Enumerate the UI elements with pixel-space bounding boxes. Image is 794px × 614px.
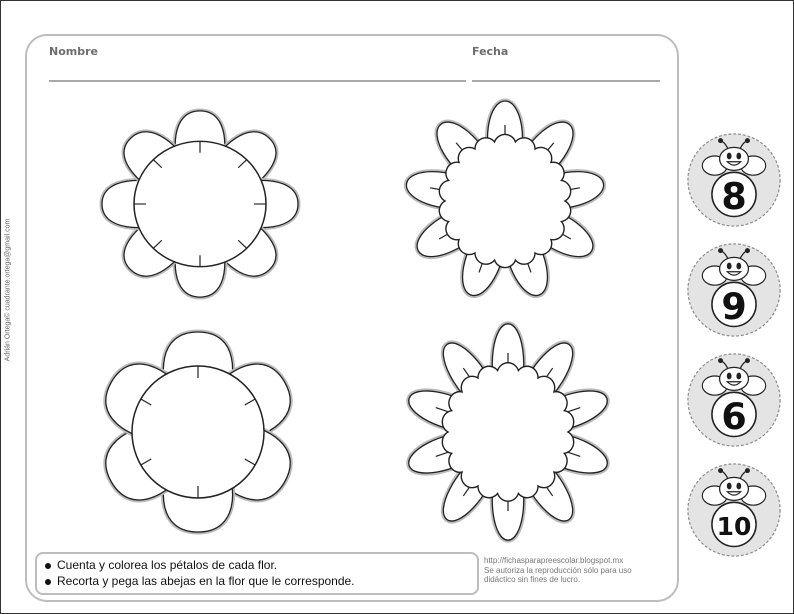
bee-body-icon	[711, 501, 757, 548]
site-line-1: Se autoriza la reproducción sólo para us…	[484, 565, 632, 575]
flower-top-right[interactable]	[400, 96, 610, 306]
instruction-item: Recorta y pega las abejas en la flor que…	[45, 574, 355, 588]
bullet-icon	[45, 578, 51, 585]
bullet-icon	[45, 562, 51, 569]
flower-bottom-left[interactable]	[88, 326, 308, 538]
flower-center[interactable]	[131, 365, 265, 499]
date-label: Fecha	[472, 45, 509, 58]
petal-tick	[237, 159, 248, 169]
flower-top-left[interactable]	[90, 104, 310, 304]
date-line[interactable]	[472, 80, 660, 82]
petal-tick	[140, 458, 152, 466]
instruction-item: Cuenta y colorea los pétalos de cada flo…	[45, 558, 277, 572]
bee-number: 10	[717, 512, 752, 541]
site-notice: http://fichasparapreescolar.blogspot.mx …	[484, 556, 674, 585]
author-credit: Adrián Ortega© cuadrante.ortega@gmail.co…	[4, 218, 12, 362]
name-label: Nombre	[49, 45, 98, 58]
bee-head-icon	[718, 256, 750, 282]
petal-tick	[152, 159, 163, 169]
flower-center[interactable]	[438, 133, 572, 269]
petal-tick	[237, 239, 248, 249]
petal-tick	[152, 239, 163, 249]
bee-number: 6	[721, 395, 746, 438]
bee-number: 8	[721, 175, 746, 218]
flower-bottom-right[interactable]	[403, 321, 613, 543]
petal-tick	[244, 458, 256, 466]
bee-badge-10[interactable]: 10	[686, 462, 782, 558]
site-line-2: didáctico sin fines de lucro.	[484, 575, 581, 584]
bee-head-icon	[718, 146, 750, 172]
bee-head-icon	[718, 476, 750, 502]
bee-badge-8[interactable]: 8	[686, 132, 782, 228]
name-line[interactable]	[49, 80, 466, 82]
bee-body-icon	[711, 171, 757, 218]
instructions-box: Cuenta y colorea los pétalos de cada flo…	[35, 552, 479, 595]
petal-tick	[140, 398, 152, 406]
bee-body-icon	[711, 391, 757, 438]
bee-head-icon	[718, 366, 750, 392]
bee-badge-6[interactable]: 6	[686, 352, 782, 448]
site-url[interactable]: http://fichasparapreescolar.blogspot.mx	[484, 556, 624, 565]
bee-badge-9[interactable]: 9	[686, 242, 782, 338]
flower-center[interactable]	[441, 362, 575, 502]
petal-tick	[244, 398, 256, 406]
bee-body-icon	[711, 281, 757, 328]
bee-number: 9	[721, 285, 746, 328]
